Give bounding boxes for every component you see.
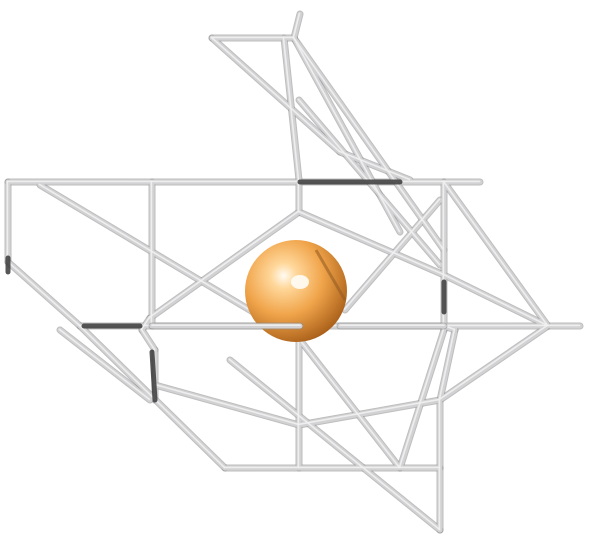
framework-front-layer	[152, 325, 444, 326]
bond-dark-segment	[152, 352, 155, 400]
central-ion-specular	[291, 275, 309, 289]
